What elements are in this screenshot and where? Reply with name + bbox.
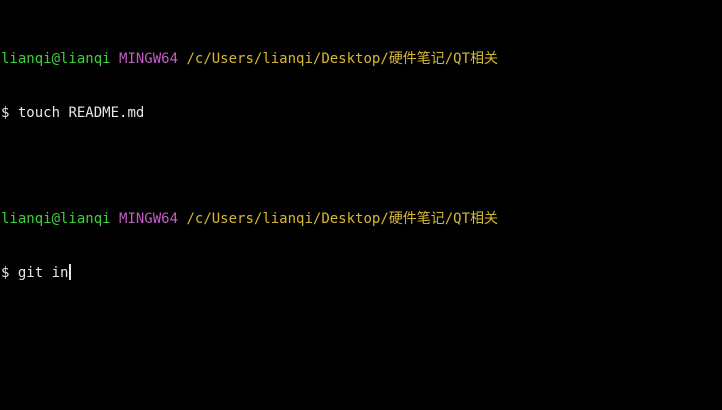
prompt-header-line: lianqi@lianqi MINGW64 /c/Users/lianqi/De… (1, 210, 722, 228)
command-input-line[interactable]: $ git in (1, 264, 722, 282)
user-host: lianqi@lianqi (1, 51, 111, 67)
current-path: /c/Users/lianqi/Desktop/硬件笔记/QT相关 (186, 211, 499, 227)
blank-line (1, 158, 722, 174)
system-name: MINGW64 (119, 51, 179, 67)
user-host: lianqi@lianqi (1, 211, 111, 227)
prompt-header-line: lianqi@lianqi MINGW64 /c/Users/lianqi/De… (1, 50, 722, 68)
prompt-symbol: $ (1, 105, 10, 121)
command-input-text[interactable]: git in (17, 265, 69, 281)
system-name: MINGW64 (119, 211, 179, 227)
command-line: $ touch README.md (1, 104, 722, 122)
command-text: touch README.md (17, 105, 145, 121)
text-cursor (69, 264, 72, 280)
current-path: /c/Users/lianqi/Desktop/硬件笔记/QT相关 (186, 51, 499, 67)
prompt-symbol: $ (1, 265, 10, 281)
